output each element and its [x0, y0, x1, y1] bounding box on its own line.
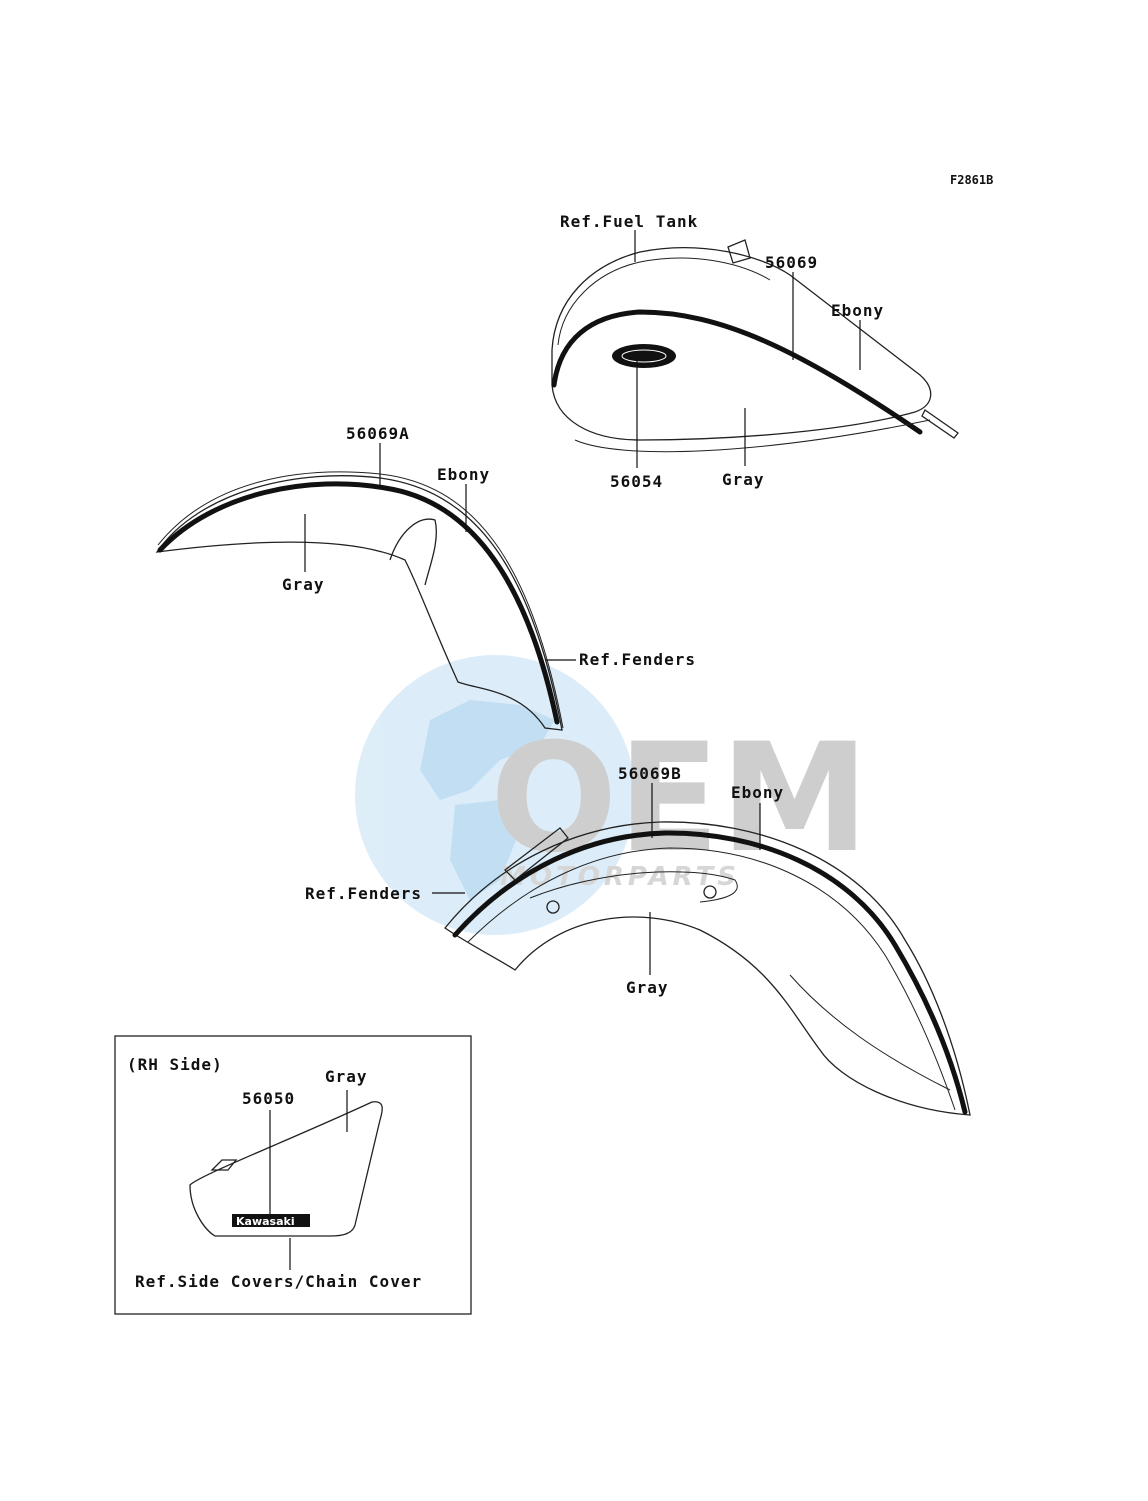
rear-fender-stripe [452, 830, 968, 1115]
label-rear-fender-part: 56069B [618, 764, 682, 783]
kawasaki-logo-plate [232, 1214, 310, 1227]
kawasaki-logo-text: Kawasaki [236, 1215, 295, 1228]
label-tank-part: 56069 [765, 253, 818, 272]
label-front-fender-part: 56069A [346, 424, 410, 443]
front-fender-edge [157, 471, 564, 729]
label-front-fender-ref: Ref.Fenders [579, 650, 696, 669]
rear-fender-bracket [504, 827, 569, 881]
label-rear-fender-gray: Gray [626, 978, 669, 997]
rear-fender-outline [444, 821, 971, 1116]
rear-fender-side-line [789, 974, 951, 1091]
fuel-tank [551, 239, 959, 453]
label-tank-ebony: Ebony [831, 301, 884, 320]
leader-lines [304, 230, 861, 975]
front-fender-outline [155, 475, 563, 731]
label-tank-gray: Gray [722, 470, 765, 489]
label-fuel-tank-ref: Ref.Fuel Tank [560, 212, 698, 231]
rear-fender-hole-2 [703, 885, 717, 899]
rear-fender [444, 821, 971, 1116]
label-front-fender-gray: Gray [282, 575, 325, 594]
rear-fender-plate [529, 871, 738, 903]
side-cover-tab [210, 1159, 238, 1171]
fuel-tank-bottom-trim [574, 419, 931, 453]
fuel-tank-emblem [612, 344, 676, 368]
fuel-tank-emblem-inner [621, 349, 667, 363]
inset-part-label: 56050 [242, 1089, 295, 1108]
fuel-tank-outline [551, 247, 932, 441]
rear-fender-hole-1 [546, 900, 560, 914]
front-fender-fork-mount [389, 518, 437, 586]
fuel-tank-inner-top [557, 257, 771, 346]
front-fender-stripe [157, 481, 560, 725]
label-front-fender-ebony: Ebony [437, 465, 490, 484]
diagram-code: F2861B [950, 173, 993, 187]
rear-fender-inner-trim [467, 847, 956, 1111]
inset-title: (RH Side) [127, 1055, 223, 1074]
label-tank-emblem-part: 56054 [610, 472, 663, 491]
inset-rh-side: (RH Side) Gray 56050 Kawasaki Ref.Side C… [114, 1035, 472, 1315]
inset-gray-label: Gray [325, 1067, 368, 1086]
watermark-continent-1 [420, 700, 555, 800]
fuel-tank-cap [727, 239, 751, 264]
label-rear-fender-ref: Ref.Fenders [305, 884, 422, 903]
watermark: OEM MOTORPARTS [355, 655, 869, 935]
label-rear-fender-ebony: Ebony [731, 783, 784, 802]
inset-ref-label: Ref.Side Covers/Chain Cover [135, 1272, 422, 1291]
watermark-brand: OEM [490, 712, 869, 886]
side-cover-outline [189, 1101, 383, 1237]
inset-frame [114, 1035, 472, 1315]
fuel-tank-rear-tab [921, 409, 959, 439]
watermark-continent-2 [450, 800, 520, 900]
fuel-tank-stripe [551, 309, 923, 435]
watermark-globe [355, 655, 635, 935]
front-fender [155, 471, 564, 731]
